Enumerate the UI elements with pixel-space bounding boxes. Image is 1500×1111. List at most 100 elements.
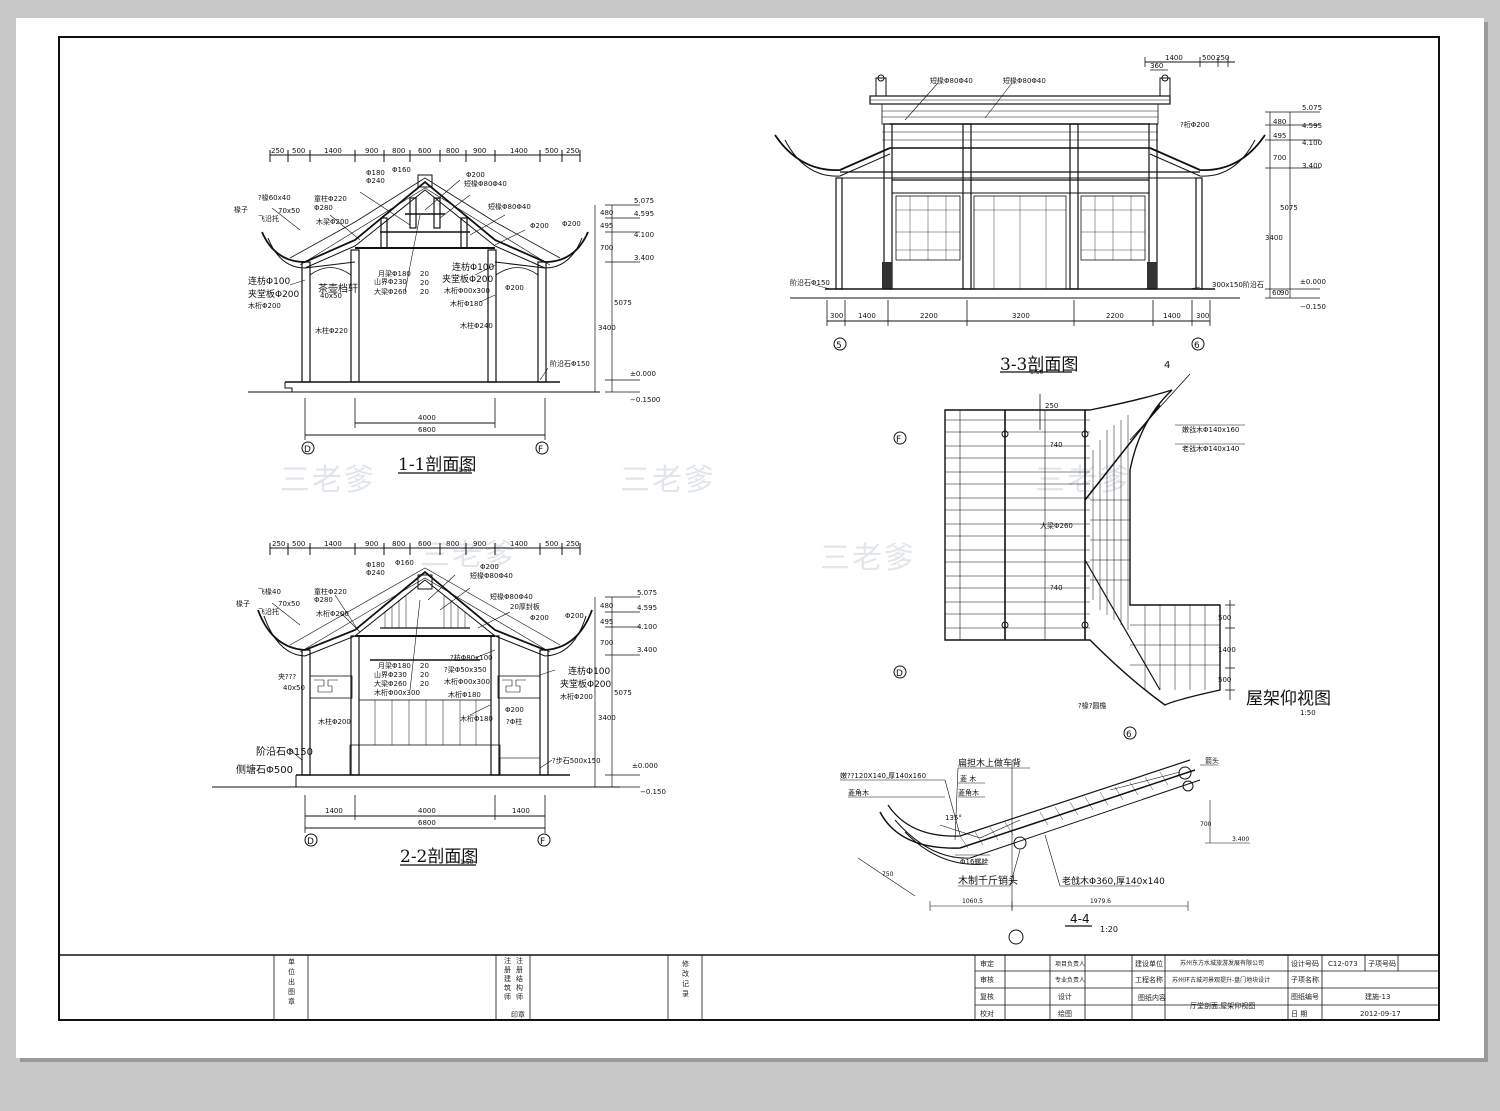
s11-label-u: Φ200 bbox=[562, 220, 581, 228]
s11-label-w: 山界Φ230 bbox=[374, 277, 407, 286]
s44-label-l: 700 bbox=[1200, 821, 1212, 828]
s44-label-k: 3.400 bbox=[1232, 836, 1249, 843]
s22-label-t: 大梁Φ260 bbox=[374, 679, 407, 688]
s22-label-v: 木桁Φ180 bbox=[448, 690, 481, 699]
s11-label-i: 夹堂板Φ200 bbox=[248, 288, 300, 300]
title-block: 单位出图章 注册建筑师 注册结构师 印章 修改记录 审定 审核 复核 校对 项目… bbox=[58, 954, 1440, 1021]
s22-label-ae: 夹??? bbox=[278, 672, 296, 681]
tb-role2-3: 绘图 bbox=[1058, 1009, 1072, 1018]
s33-axis-5: 5 bbox=[836, 341, 842, 351]
s11-label-v: 月梁Φ180 bbox=[378, 269, 411, 278]
section-1-1: 250 500 1400 900 800 600 800 900 1400 50… bbox=[234, 147, 660, 475]
s44-label-n: 1060.5 bbox=[962, 898, 983, 905]
s22-axis-f: F bbox=[540, 837, 545, 847]
s22-label-aj: ?步石500x150 bbox=[552, 757, 601, 765]
tb-role-0: 审定 bbox=[980, 959, 994, 968]
s22-label-z: ?梁Φ50x350 bbox=[444, 665, 487, 674]
s22-dim-3: 900 bbox=[365, 540, 378, 548]
s11-label-p: Φ180 bbox=[366, 169, 385, 177]
tb-date-label: 日 期 bbox=[1291, 1010, 1307, 1018]
s11-vert-4: 3400 bbox=[598, 324, 616, 332]
roof-title: 屋架仰视图 bbox=[1246, 689, 1331, 709]
s22-label-am: 20 bbox=[420, 680, 429, 688]
s33-vert-6: 90 bbox=[1280, 289, 1289, 297]
s22-label-ak: 20 bbox=[420, 662, 429, 670]
s11-axis-d: D bbox=[304, 445, 311, 455]
s11-label-a: ?椽60x40 bbox=[258, 193, 291, 202]
s44-label-d: 菱 木 bbox=[960, 774, 976, 783]
tb-left-d: 印章 bbox=[511, 1010, 525, 1019]
s11-dim-1: 500 bbox=[292, 147, 305, 155]
s33-vert-1: 495 bbox=[1273, 132, 1286, 140]
s44-label-i: 木制千斤销头 bbox=[958, 874, 1018, 887]
s11-label-h: 连枋Φ100 bbox=[248, 275, 291, 287]
s22-label-f: Φ280 bbox=[314, 596, 333, 604]
s22-title: 2-2剖面图 bbox=[400, 847, 478, 867]
s22-label-ab: 木桁Φ180 bbox=[460, 714, 493, 723]
s22-label-ad: ?Φ柱 bbox=[506, 717, 522, 726]
s44-label-j: 老戗木Φ360,厚140x140 bbox=[1062, 875, 1165, 887]
s11-label-ad: 木柱Φ240 bbox=[460, 321, 493, 330]
s22-label-af: 40x50 bbox=[283, 684, 305, 692]
s22-label-a: 飞椽40 bbox=[258, 587, 281, 596]
s33-label-d: 阶沿石Φ150 bbox=[790, 278, 830, 287]
s33-vert-3: 5075 bbox=[1280, 204, 1298, 212]
s11-label-ac: Φ200 bbox=[505, 284, 524, 292]
s11-dim-8: 1400 bbox=[510, 147, 528, 155]
s11-label-j: 40x50 bbox=[320, 292, 342, 300]
roof-axis-f: F bbox=[896, 435, 901, 445]
s22-dim-6: 800 bbox=[446, 540, 459, 548]
s44-label-o: 1979.6 bbox=[1090, 898, 1111, 905]
s33-elev-2: 4.100 bbox=[1302, 139, 1322, 147]
roof-label-i: 1400 bbox=[1218, 646, 1236, 654]
tb-role2-2: 设计 bbox=[1058, 992, 1072, 1001]
tb-role-1: 审核 bbox=[980, 975, 994, 984]
tb-content-label: 图纸内容 bbox=[1138, 993, 1166, 1002]
s11-dim-10: 250 bbox=[566, 147, 579, 155]
s22-scale: 1:50 bbox=[460, 859, 474, 866]
s11-dim-9: 500 bbox=[545, 147, 558, 155]
drawing-sheet bbox=[16, 18, 1484, 1058]
s22-dim-0: 250 bbox=[272, 540, 285, 548]
tb-left-a: 单位出图章 bbox=[288, 957, 295, 1006]
s22-label-h: Φ160 bbox=[395, 559, 414, 567]
s11-label-t: Φ200 bbox=[530, 222, 549, 230]
s11-elev-1: 4.595 bbox=[634, 210, 654, 218]
s33-vert-4: 3400 bbox=[1265, 234, 1283, 242]
s11-label-ae: 阶沿石Φ150 bbox=[550, 359, 590, 368]
s11-elev-0: 5.075 bbox=[634, 197, 654, 205]
s22-elev-3: 3.400 bbox=[637, 646, 657, 654]
s22-label-j: Φ180 bbox=[366, 561, 385, 569]
s22-elev-5: −0.150 bbox=[640, 788, 666, 796]
s11-axis-f: F bbox=[538, 445, 543, 455]
s11-label-z: 夹堂板Φ200 bbox=[442, 273, 494, 285]
s33-label-b: 短椽Φ80Φ40 bbox=[1003, 76, 1046, 85]
s22-bdim-0: 1400 bbox=[325, 807, 343, 815]
s11-label-af: 20 bbox=[420, 270, 429, 278]
section-2-2: 250 500 1400 900 800 600 800 900 1400 50… bbox=[212, 540, 666, 867]
s11-title: 1-1剖面图 bbox=[398, 455, 476, 475]
s11-dim-2: 1400 bbox=[324, 147, 342, 155]
s33-bdim-1: 1400 bbox=[858, 312, 876, 320]
s22-vert-0: 480 bbox=[600, 602, 613, 610]
s11-dim-0: 250 bbox=[271, 147, 284, 155]
s33-bdim-3: 3200 bbox=[1012, 312, 1030, 320]
s22-label-p: Φ200 bbox=[565, 612, 584, 620]
s11-scale: 1:50 bbox=[458, 467, 472, 474]
s33-bdim-2: 2200 bbox=[920, 312, 938, 320]
s33-axis-6: 6 bbox=[1194, 341, 1200, 351]
s33-elev-4: ±0.000 bbox=[1300, 278, 1326, 286]
s11-label-k: 木桁Φ200 bbox=[248, 301, 281, 310]
s11-label-e: 童柱Φ220 bbox=[314, 194, 347, 203]
watermark-5: 三老爹 bbox=[420, 538, 516, 573]
s33-dim-top-1: 500 bbox=[1202, 54, 1215, 62]
s33-elev-3: 3.400 bbox=[1302, 162, 1322, 170]
s22-dim-1: 500 bbox=[292, 540, 305, 548]
s44-label-m: 750 bbox=[882, 871, 894, 878]
s22-label-l: 短椽Φ80Φ40 bbox=[470, 571, 513, 580]
s11-label-q: Φ200 bbox=[466, 171, 485, 179]
s22-elev-0: 5.075 bbox=[637, 589, 657, 597]
s33-title: 3-3剖面图 bbox=[1000, 355, 1078, 375]
tb-drawing-no: 建施-13 bbox=[1365, 992, 1390, 1001]
s44-label-g: 135° bbox=[945, 814, 962, 822]
